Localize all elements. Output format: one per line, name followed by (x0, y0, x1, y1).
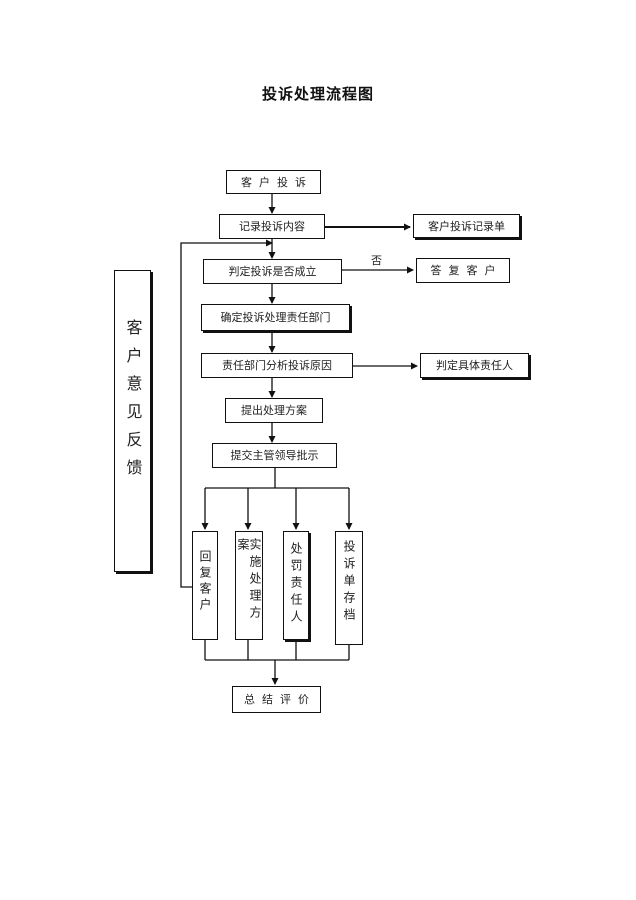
node-reply-customer: 答复客户 (416, 258, 510, 283)
node-propose-plan: 提出处理方案 (225, 398, 323, 423)
node-implement-plan-text: 实施处理方案 (236, 538, 262, 623)
node-punish-person: 处罚责任人 (283, 531, 309, 640)
node-submit-leader: 提交主管领导批示 (212, 443, 337, 468)
node-file-archive: 投诉单存档 (335, 531, 363, 645)
page-title: 投诉处理流程图 (261, 85, 374, 103)
customer-feedback-text: 客户意见反馈 (123, 319, 143, 487)
edge-label-no: 否 (371, 254, 382, 267)
node-implement-plan: 实施处理方案 (235, 531, 263, 640)
node-analyze-reason: 责任部门分析投诉原因 (201, 353, 353, 378)
node-file-archive-text: 投诉单存档 (342, 540, 356, 625)
node-record-content: 记录投诉内容 (219, 214, 325, 239)
node-confirm-department: 确定投诉处理责任部门 (201, 304, 350, 331)
feedback-loop-line (180, 239, 273, 588)
node-judge-valid: 判定投诉是否成立 (203, 259, 342, 284)
customer-feedback-box: 客户意见反馈 (114, 270, 151, 572)
node-determine-person: 判定具体责任人 (420, 353, 529, 378)
node-punish-person-text: 处罚责任人 (289, 542, 303, 627)
node-reply-back: 回复客户 (192, 531, 218, 640)
node-reply-back-text: 回复客户 (198, 550, 212, 614)
node-complaint-record-sheet: 客户投诉记录单 (413, 214, 520, 238)
node-summary: 总结评价 (232, 686, 321, 713)
node-customer-complaint: 客户投诉 (226, 170, 321, 194)
